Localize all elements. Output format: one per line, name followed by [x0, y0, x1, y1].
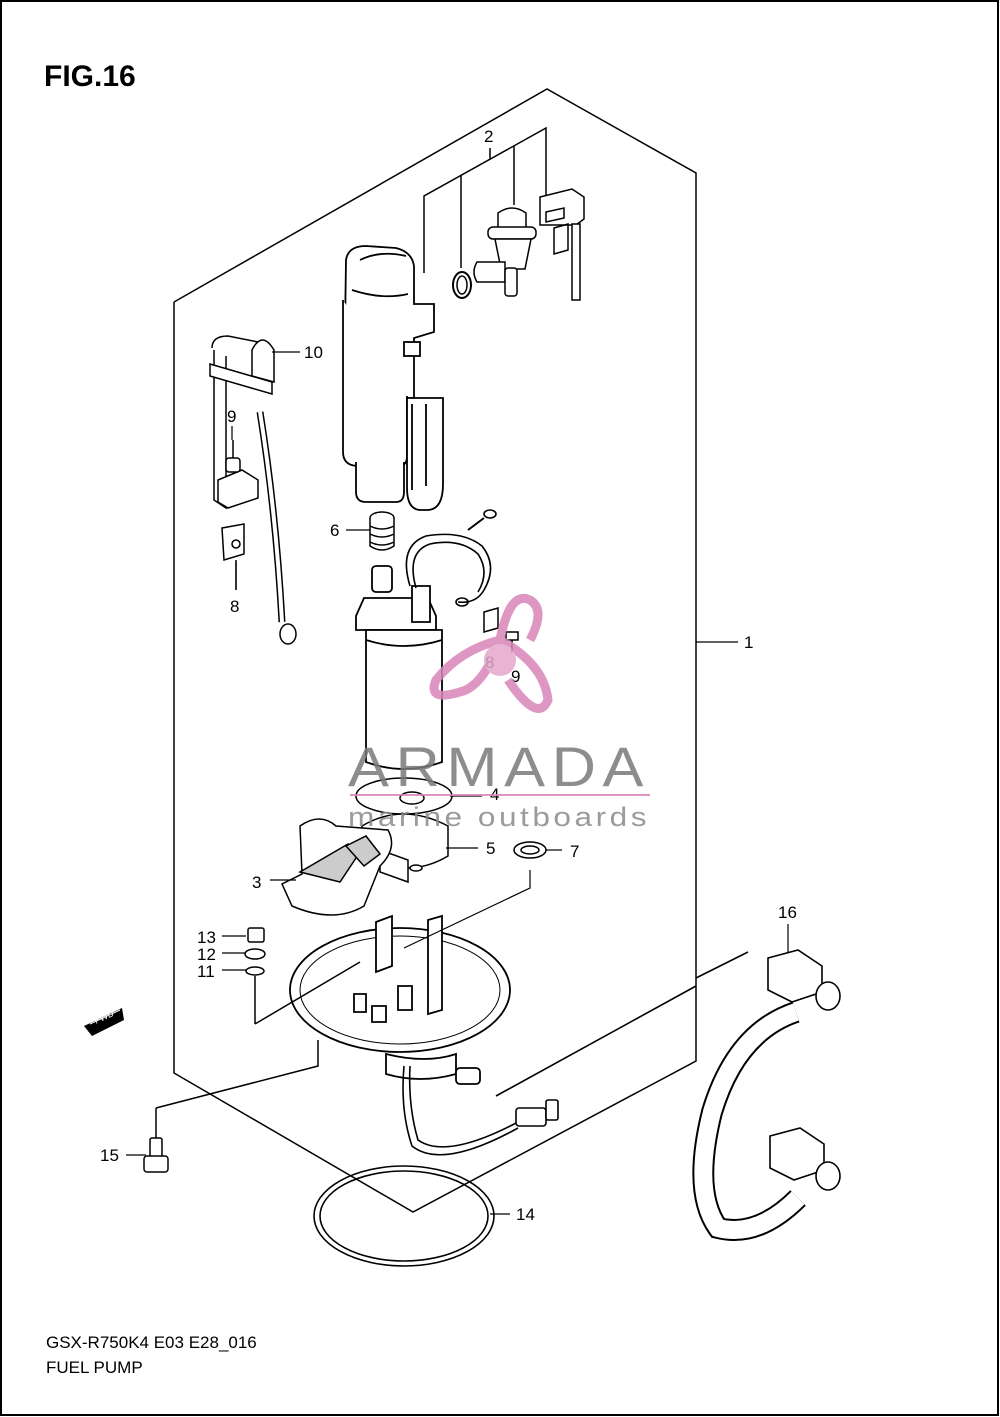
callout-9: 9 [227, 407, 236, 426]
part-16-fuel-hose [495, 949, 841, 1241]
callout-6: 6 [330, 521, 339, 540]
propeller-logo-icon [429, 594, 553, 713]
part-8-clip [221, 523, 245, 590]
callout-11: 11 [197, 962, 215, 981]
pump-base-plate [289, 914, 511, 1085]
armada-watermark: ARMADA marine outboards [348, 594, 650, 832]
callout-10: 10 [304, 343, 323, 362]
model-code: GSX-R750K4 E03 E28_016 [46, 1333, 257, 1352]
figure-title: FIG.16 [44, 60, 136, 93]
part-10-level-gauge [209, 335, 297, 645]
pump-housing [342, 245, 444, 511]
fuel-pump-motor [355, 565, 443, 770]
callout-12: 12 [197, 945, 216, 964]
callout-3: 3 [252, 873, 261, 892]
part-6-cushion [369, 511, 395, 551]
callout-5: 5 [486, 839, 495, 858]
assembly-outline [173, 88, 697, 1213]
part-15-bolt [143, 1040, 319, 1173]
callout-9-pump: 9 [511, 667, 520, 686]
propeller-hub-icon [484, 644, 516, 676]
part-7-o-ring [513, 841, 547, 859]
pump-bracket-and-screw [483, 607, 519, 652]
watermark-tagline: marine outboards [348, 802, 650, 832]
callout-2: 2 [484, 127, 493, 146]
figure-name: FUEL PUMP [46, 1358, 143, 1377]
watermark-brand: ARMADA [348, 735, 650, 798]
parts-11-13-hardware [244, 927, 361, 1025]
part-2-pressure-regulator-group [423, 126, 585, 301]
callout-14: 14 [516, 1205, 535, 1224]
callout-15: 15 [100, 1146, 119, 1165]
callout-8: 8 [230, 597, 239, 616]
part-3-fuel-filter [281, 818, 393, 916]
callout-13: 13 [197, 928, 216, 947]
callout-1: 1 [744, 633, 753, 652]
callout-7: 7 [570, 842, 579, 861]
callout-16: 16 [778, 903, 797, 922]
fwd-direction-arrow: FWD [84, 1008, 124, 1036]
part-14-gasket [313, 1165, 495, 1267]
pump-wiring [405, 509, 497, 607]
part-9-screw [225, 440, 241, 473]
pump-harness [402, 1065, 559, 1156]
